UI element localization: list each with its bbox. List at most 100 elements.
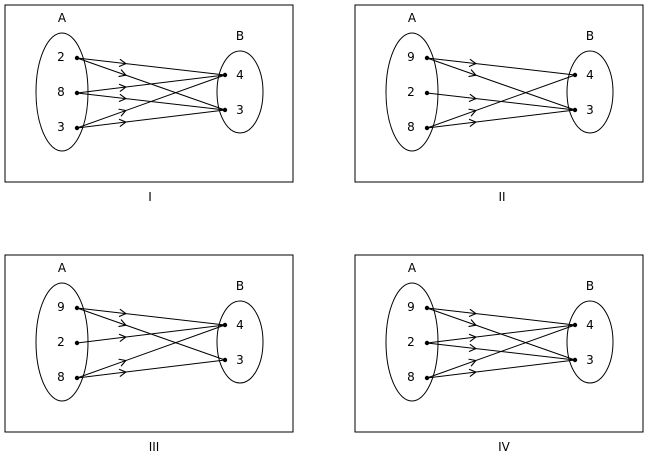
arrowhead-icon <box>118 368 127 377</box>
set-a-element-3: 3 <box>57 120 65 134</box>
mapping-line-8-to-3 <box>76 359 226 379</box>
set-b-ellipse <box>216 300 264 384</box>
mapping-line-8-to-3 <box>426 359 576 379</box>
set-b-element-1: 4 <box>236 68 244 82</box>
arrowhead-icon <box>118 58 127 67</box>
set-b-label: B <box>586 279 594 293</box>
panel-frame <box>354 254 644 433</box>
set-a-point-2 <box>74 340 80 346</box>
set-b-element-1: 4 <box>586 318 594 332</box>
panel-caption: III <box>149 440 160 454</box>
set-b-point-1 <box>222 322 228 328</box>
set-a-point-1 <box>424 305 430 311</box>
set-a-point-2 <box>424 90 430 96</box>
set-b-point-1 <box>222 72 228 78</box>
arrowhead-icon <box>468 333 477 342</box>
mapping-line-2-to-4 <box>76 324 226 344</box>
set-b-ellipse <box>216 50 264 134</box>
mapping-line-2-to-4 <box>76 57 226 76</box>
mapping-arrows <box>74 55 228 131</box>
panel-3: A B 9 2 8 4 3 III <box>4 254 294 454</box>
panel-frame <box>4 254 294 433</box>
set-a-element-1: 9 <box>407 300 415 314</box>
arrowhead-icon <box>118 358 127 367</box>
panel-caption: I <box>148 190 152 204</box>
panel-4: A B 9 2 8 4 3 IV <box>354 254 644 454</box>
arrowhead-icon <box>468 368 477 377</box>
set-b-label: B <box>236 29 244 43</box>
mapping-line-8-to-4 <box>76 74 226 94</box>
mapping-line-9-to-4 <box>76 307 226 326</box>
mapping-arrows <box>424 305 578 381</box>
set-b-point-2 <box>222 357 228 363</box>
arrowhead-icon <box>118 83 127 92</box>
mapping-line-8-to-3 <box>426 109 576 129</box>
panel-frame <box>4 4 294 183</box>
set-a-ellipse <box>385 32 439 152</box>
set-a-point-3 <box>74 125 80 131</box>
arrowhead-icon <box>468 319 477 327</box>
panel-1: A B 2 8 3 4 3 I <box>4 4 294 204</box>
set-a-point-1 <box>424 55 430 61</box>
arrowhead-icon <box>468 69 477 77</box>
set-a-point-2 <box>424 340 430 346</box>
mapping-line-3-to-4 <box>76 74 226 129</box>
mapping-line-8-to-4 <box>426 324 576 379</box>
set-b-point-2 <box>222 107 228 113</box>
set-a-point-2 <box>74 90 80 96</box>
arrowhead-icon <box>468 93 477 102</box>
set-b-label: B <box>586 29 594 43</box>
set-b-element-2: 3 <box>586 103 594 117</box>
set-b-point-2 <box>572 357 578 363</box>
set-b-element-2: 3 <box>236 353 244 367</box>
arrowhead-icon <box>118 93 127 102</box>
set-a-element-2: 8 <box>57 85 65 99</box>
arrowhead-icon <box>468 358 477 367</box>
mapping-line-3-to-3 <box>76 109 226 129</box>
arrowhead-icon <box>118 108 127 117</box>
arrowhead-icon <box>118 333 127 342</box>
set-b-ellipse <box>566 50 614 134</box>
set-a-label: A <box>58 11 67 25</box>
set-b-point-1 <box>572 322 578 328</box>
set-a-point-3 <box>424 125 430 131</box>
mapping-line-9-to-3 <box>426 57 576 111</box>
mapping-arrows <box>424 55 578 131</box>
set-a-element-2: 2 <box>407 335 415 349</box>
mapping-line-2-to-4 <box>426 324 576 344</box>
set-a-point-1 <box>74 305 80 311</box>
set-a-label: A <box>58 261 67 275</box>
arrowhead-icon <box>468 108 477 117</box>
arrowhead-icon <box>468 308 477 317</box>
set-a-element-3: 8 <box>407 120 415 134</box>
set-b-element-1: 4 <box>236 318 244 332</box>
arrowhead-icon <box>118 319 127 327</box>
set-b-element-1: 4 <box>586 68 594 82</box>
set-a-label: A <box>408 11 417 25</box>
mapping-line-9-to-4 <box>426 57 576 76</box>
set-a-label: A <box>408 261 417 275</box>
set-a-element-1: 9 <box>57 300 65 314</box>
set-b-element-2: 3 <box>236 103 244 117</box>
set-a-element-2: 2 <box>407 85 415 99</box>
set-b-label: B <box>236 279 244 293</box>
set-a-element-2: 2 <box>57 335 65 349</box>
panel-2: A B 9 2 8 4 3 II <box>354 4 644 204</box>
arrowhead-icon <box>468 58 477 67</box>
mapping-line-9-to-4 <box>426 307 576 326</box>
arrowhead-icon <box>468 118 477 127</box>
set-a-point-3 <box>74 375 80 381</box>
arrowhead-icon <box>468 343 477 352</box>
set-a-element-3: 8 <box>57 370 65 384</box>
panel-caption: IV <box>498 440 511 454</box>
mapping-arrows <box>74 305 228 381</box>
set-b-point-2 <box>572 107 578 113</box>
mapping-line-8-to-4 <box>76 324 226 379</box>
panel-frame <box>354 4 644 183</box>
set-a-element-1: 9 <box>407 50 415 64</box>
set-b-element-2: 3 <box>586 353 594 367</box>
mapping-line-8-to-4 <box>426 74 576 129</box>
set-b-point-1 <box>572 72 578 78</box>
arrowhead-icon <box>118 308 127 317</box>
